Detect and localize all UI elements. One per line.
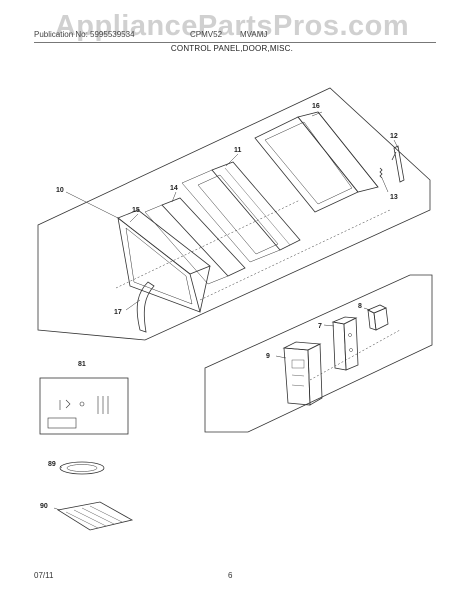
callout-9: 9 (266, 353, 270, 360)
publication-number: Publication No: 5995539534 (34, 30, 135, 39)
leader-lines (53, 111, 401, 511)
latch-spring (379, 167, 383, 179)
turntable-roller-ring (59, 461, 105, 475)
control-panel-group-outline (204, 274, 433, 433)
callout-15: 15 (132, 207, 140, 214)
door-handle (136, 281, 155, 333)
callout-12: 12 (390, 133, 398, 140)
section-title: CONTROL PANEL,DOOR,MISC. (170, 44, 294, 53)
callout-81: 81 (78, 361, 86, 368)
control-bracket (367, 304, 389, 331)
callout-14: 14 (170, 185, 178, 192)
door-group-outline (37, 87, 431, 341)
cooking-rack (56, 501, 134, 531)
control-board (331, 316, 359, 371)
model-suffix: MVAMJ (240, 30, 268, 39)
door-glass (144, 197, 246, 285)
door-inner-panel (181, 161, 301, 263)
kit-contents (47, 396, 109, 429)
latch-lever (391, 145, 405, 183)
callout-89: 89 (48, 461, 56, 468)
callout-7: 7 (318, 323, 322, 330)
footer-page-number: 6 (228, 571, 233, 580)
callout-13: 13 (390, 194, 398, 201)
footer-date: 07/11 (34, 571, 54, 580)
callout-17: 17 (114, 309, 122, 316)
callout-16: 16 (312, 103, 320, 110)
door-frame-rear (254, 111, 379, 213)
model-number: CPMV52 (190, 30, 223, 39)
door-front-frame (117, 209, 211, 313)
control-panel-front (282, 341, 323, 406)
callout-90: 90 (40, 503, 48, 510)
callout-11: 11 (234, 147, 242, 154)
watermark-logo: AppliancePartsPros.com (54, 10, 410, 42)
header-rule (34, 42, 436, 43)
accessory-kit-box (39, 377, 129, 435)
callout-10: 10 (56, 187, 64, 194)
callout-8: 8 (358, 303, 362, 310)
